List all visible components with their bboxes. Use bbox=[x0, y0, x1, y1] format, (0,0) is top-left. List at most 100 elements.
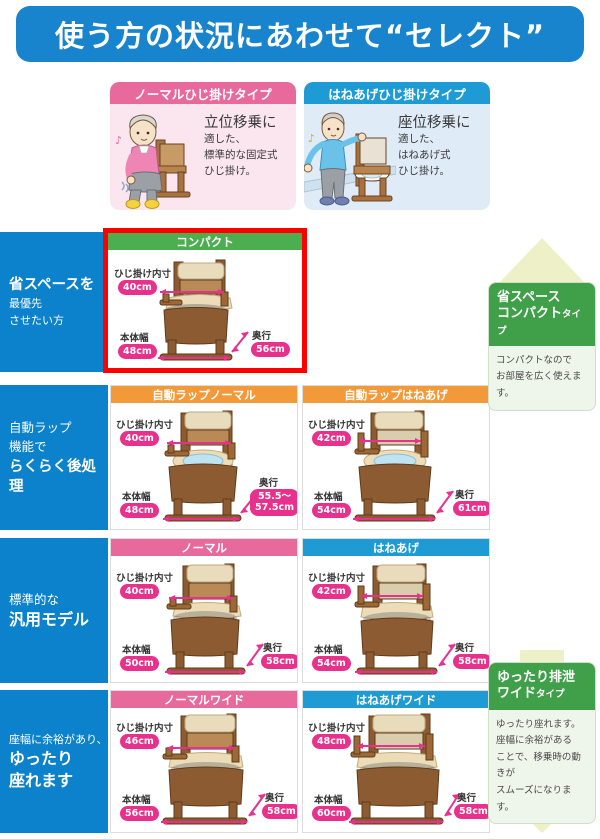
intro-card-body: ♪ 座位移乗に 適した、 はねあげ式 ひじ掛け。 bbox=[304, 104, 490, 210]
depth-label: 奥行 bbox=[265, 793, 285, 804]
side-body-line-2: 座幅に余裕がある bbox=[496, 735, 573, 747]
intro-card-flipup-armrest: はねあげひじ掛けタイプ bbox=[304, 82, 490, 210]
body-width-label: 本体幅 bbox=[122, 795, 151, 806]
side-panel-box-wide: ゆったり排泄 ワイドタイプ ゆったり座れます。 座幅に余裕がある ことで、移乗時… bbox=[488, 662, 596, 825]
side-panel-header: ゆったり排泄 ワイドタイプ bbox=[489, 663, 595, 710]
intro-card-group: ノーマルひじ掛けタイプ bbox=[110, 82, 490, 210]
product-illustration: ひじ掛け内寸 40cm 本体幅 48cm 奥行 55.5〜 57.5cm bbox=[111, 403, 297, 529]
armrest-inner-label: ひじ掛け内寸 bbox=[308, 420, 366, 431]
intro-line-3: ひじ掛け。 bbox=[398, 164, 450, 177]
product-card-auto-wrap-flipup[interactable]: 自動ラップはねあげ bbox=[302, 385, 490, 530]
side-body-line-1: コンパクトなので bbox=[496, 354, 573, 366]
side-panel-box-compact: 省スペース コンパクトタイプ コンパクトなので お部屋を広く使えます。 bbox=[488, 282, 596, 411]
category-line-2: 機能で bbox=[9, 439, 47, 455]
side-panel-compact: 省スペース コンパクトタイプ コンパクトなので お部屋を広く使えます。 bbox=[488, 236, 596, 411]
category-label-standard: 標準的な 汎用モデル bbox=[0, 538, 108, 683]
elderly-woman-seated-illustration: ♪ bbox=[110, 104, 202, 210]
armrest-inner-value: 48cm bbox=[312, 734, 351, 749]
product-name-header: ノーマル bbox=[111, 539, 297, 556]
armrest-inner-value: 40cm bbox=[120, 431, 159, 446]
intro-line-3: ひじ掛け。 bbox=[204, 164, 256, 177]
product-illustration-compact: ひじ掛け内寸 40cm 本体幅 48cm 奥行 56cm bbox=[108, 250, 302, 368]
body-width-label: 本体幅 bbox=[122, 645, 151, 656]
intro-card-text: 立位移乗に 適した、 標準的な固定式 ひじ掛け。 bbox=[202, 104, 296, 210]
body-width-value: 60cm bbox=[312, 806, 351, 821]
product-illustration: ひじ掛け内寸 48cm 本体幅 60cm 奥行 58cm bbox=[303, 708, 489, 832]
side-panel-body: コンパクトなので お部屋を広く使えます。 bbox=[489, 346, 595, 410]
body-width-value: 54cm bbox=[312, 503, 351, 518]
depth-value: 58cm bbox=[261, 654, 297, 669]
product-illustration: ひじ掛け内寸 42cm 本体幅 54cm 奥行 58cm bbox=[303, 556, 489, 682]
product-card-flipup-wide[interactable]: はねあげワイド bbox=[302, 690, 490, 833]
intro-line-1: 適した、 bbox=[204, 133, 246, 146]
category-line-1: 座幅に余裕があり、 bbox=[9, 732, 108, 746]
category-line-1: 自動ラップ bbox=[9, 419, 72, 435]
product-illustration: ひじ掛け内寸 46cm 本体幅 56cm 奥行 58cm bbox=[111, 708, 297, 832]
product-illustration: ひじ掛け内寸 40cm 本体幅 50cm 奥行 58cm bbox=[111, 556, 297, 682]
category-line-3: 座れます bbox=[9, 771, 74, 791]
body-width-value: 48cm bbox=[118, 344, 157, 359]
intro-card-text: 座位移乗に 適した、 はねあげ式 ひじ掛け。 bbox=[396, 104, 490, 210]
intro-line-big: 座位移乗に bbox=[398, 115, 471, 131]
depth-value: 56cm bbox=[251, 342, 290, 357]
armrest-inner-value: 40cm bbox=[120, 584, 159, 599]
product-card-normal-wide[interactable]: ノーマルワイド bbox=[110, 690, 298, 833]
compact-highlight-frame bbox=[103, 228, 307, 373]
category-label-space-saving: 省スペースを 最優先 させたい方 bbox=[0, 232, 108, 372]
body-width-label: 本体幅 bbox=[314, 645, 343, 656]
side-body-line-4: スムーズになります。 bbox=[496, 785, 572, 813]
product-card-compact[interactable]: コンパクト ひじ掛け内寸 40cm 本体幅 48cm bbox=[108, 233, 302, 368]
svg-text:♪: ♪ bbox=[308, 132, 315, 145]
product-name-header: はねあげ bbox=[303, 539, 489, 556]
intro-card-header: ノーマルひじ掛けタイプ bbox=[110, 82, 296, 104]
body-width-label: 本体幅 bbox=[314, 795, 343, 806]
product-card-normal[interactable]: ノーマル bbox=[110, 538, 298, 683]
body-width-label: 本体幅 bbox=[314, 492, 343, 503]
depth-label: 奥行 bbox=[259, 478, 279, 489]
side-body-line-1: ゆったり座れます。 bbox=[496, 718, 581, 730]
category-line-2: ゆったり bbox=[9, 748, 74, 768]
category-label-auto-wrap: 自動ラップ 機能で らくらく後処理 bbox=[0, 385, 108, 530]
side-panel-header: 省スペース コンパクトタイプ bbox=[489, 283, 595, 346]
body-width-value: 54cm bbox=[312, 656, 351, 671]
product-card-flipup[interactable]: はねあげ bbox=[302, 538, 490, 683]
intro-card-body: ♪ 立位移乗に 適した、 標準的な固定式 ひじ掛け。 bbox=[110, 104, 296, 210]
product-name-header: はねあげワイド bbox=[303, 691, 489, 708]
depth-label: 奥行 bbox=[455, 490, 475, 501]
category-label-wide: 座幅に余裕があり、 ゆったり 座れます bbox=[0, 690, 108, 833]
product-row-compact: 省スペースを 最優先 させたい方 bbox=[0, 232, 108, 372]
product-illustration: ひじ掛け内寸 42cm 本体幅 54cm 奥行 61cm bbox=[303, 403, 489, 529]
intro-card-header: はねあげひじ掛けタイプ bbox=[304, 82, 490, 104]
side-title-suffix: タイプ bbox=[536, 689, 565, 701]
depth-value: 61cm bbox=[453, 501, 489, 516]
side-title-line1: 省スペース bbox=[497, 290, 561, 305]
product-row-wide: 座幅に余裕があり、 ゆったり 座れます ノーマルワイド bbox=[0, 690, 490, 833]
category-line-1: 標準的な bbox=[9, 591, 60, 607]
armrest-inner-label: ひじ掛け内寸 bbox=[116, 420, 174, 431]
armrest-inner-value: 42cm bbox=[312, 431, 351, 446]
page-title: 使う方の状況にあわせて“セレクト” bbox=[54, 19, 546, 53]
side-body-line-3: ことで、移乗時の動きが bbox=[496, 751, 581, 780]
category-line-3: させたい方 bbox=[9, 314, 64, 328]
depth-value: 55.5〜 57.5cm bbox=[250, 489, 297, 516]
category-line-2: 汎用モデル bbox=[9, 609, 90, 629]
side-title-line2: ワイド bbox=[497, 686, 537, 702]
product-name-header: 自動ラップノーマル bbox=[111, 386, 297, 403]
side-title-line2: コンパクト bbox=[497, 306, 563, 322]
depth-value: 58cm bbox=[454, 804, 489, 819]
body-width-value: 48cm bbox=[120, 503, 159, 518]
intro-line-big: 立位移乗に bbox=[204, 115, 277, 131]
category-line-3: らくらく後処理 bbox=[9, 458, 96, 495]
side-body-line-2: お部屋を広く使えます。 bbox=[496, 371, 582, 399]
body-width-value: 56cm bbox=[120, 806, 159, 821]
product-name-header: コンパクト bbox=[108, 233, 302, 250]
intro-line-2: 標準的な固定式 bbox=[204, 148, 278, 161]
product-card-auto-wrap-normal[interactable]: 自動ラップノーマル bbox=[110, 385, 298, 530]
intro-card-normal-armrest: ノーマルひじ掛けタイプ bbox=[110, 82, 296, 210]
depth-label: 奥行 bbox=[252, 331, 272, 342]
armrest-inner-value: 46cm bbox=[120, 734, 159, 749]
side-title-line1: ゆったり排泄 bbox=[497, 670, 576, 685]
category-line-1: 省スペースを bbox=[9, 276, 95, 293]
product-name-header: ノーマルワイド bbox=[111, 691, 297, 708]
product-row-auto-wrap: 自動ラップ 機能で らくらく後処理 自動ラップノーマル bbox=[0, 385, 490, 530]
